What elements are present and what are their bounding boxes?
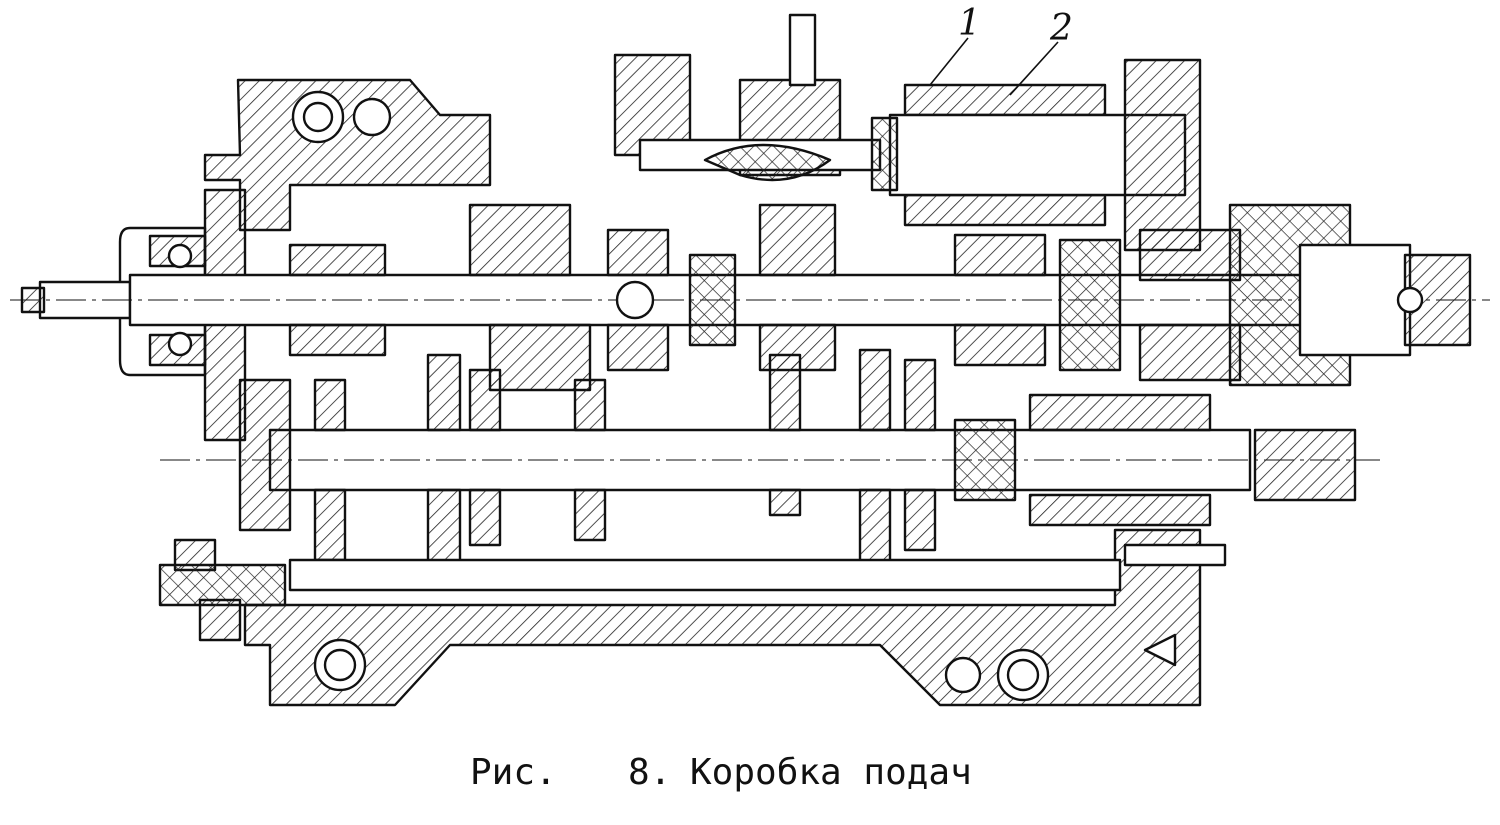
caption-number: 8. (628, 752, 672, 793)
callout-2: 2 (1049, 8, 1073, 49)
callout-1: 1 (958, 3, 981, 44)
caption-prefix: Рис. (470, 752, 557, 793)
upper-shaft-gears (288, 203, 1122, 392)
lower-left-bolt (158, 538, 287, 642)
middle-housing-top (613, 13, 882, 182)
upper-left-bracket (203, 78, 492, 232)
lower-shaft (160, 378, 1380, 532)
feed-gearbox-drawing: 1 2 (10, 3, 1490, 707)
base-housing (243, 528, 1227, 707)
figure-caption: Рис. 8. Коробка подач (0, 740, 1500, 810)
right-end-assembly (1138, 203, 1472, 387)
sleeve-assembly (870, 37, 1202, 252)
caption-title: Коробка подач (690, 752, 972, 793)
